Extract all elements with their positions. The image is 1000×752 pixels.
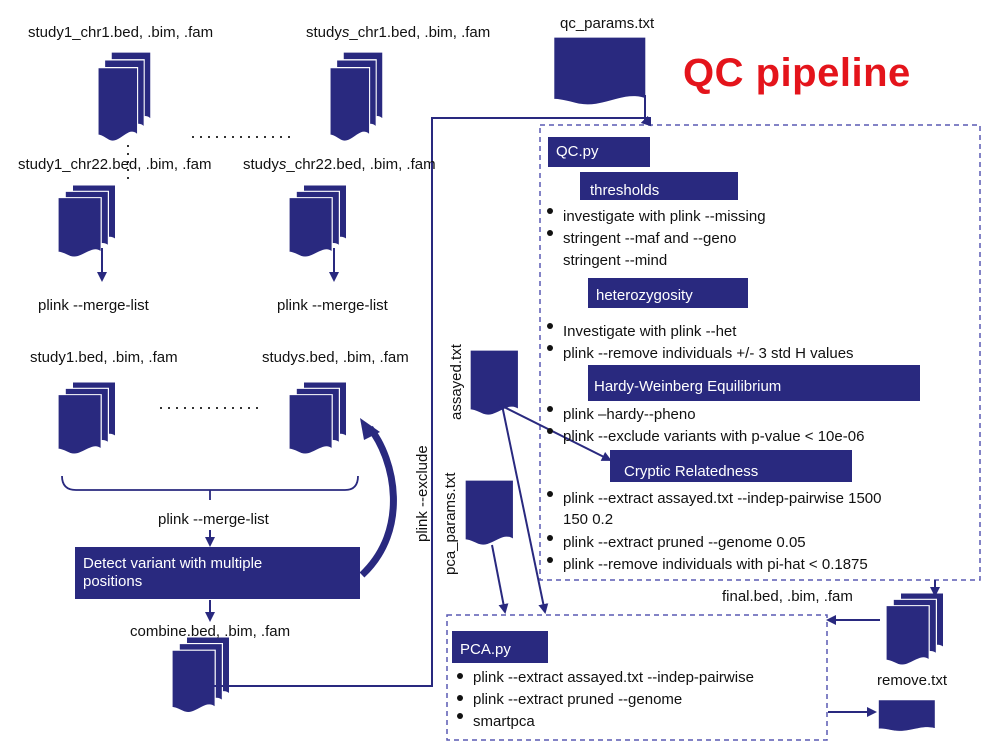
final-stack-icon [886,593,944,665]
qc-item: investigate with plink --missing [563,208,766,225]
qc-header-thresholds: thresholds [580,172,738,200]
label-merge-list-study1: plink --merge-list [38,297,149,314]
label-remove: remove.txt [877,672,948,689]
label-studys-chr22: studys_chr22.bed, .bim, .fam [243,156,436,173]
qc-header-hwe: Hardy-Weinberg Equilibrium [588,365,920,401]
qc-item: plink --remove individuals with pi-hat <… [563,556,868,573]
assayed-doc-icon [469,349,520,416]
merge-bracket [61,475,359,491]
label-final: final.bed, .bim, .fam [722,588,853,605]
bullet [547,345,553,351]
study1-chr22-stack-icon [58,185,116,257]
label-study1-chr22: study1_chr22.bed, .bim, .fam [18,156,212,173]
studys-chr22-stack-icon [289,185,347,257]
pca-params-doc-icon [464,479,515,546]
detect-box-line2: positions [83,573,143,590]
qc-params-doc-icon [551,35,648,107]
arrow-pcaparams-to-pca [491,544,509,614]
pca-script-box: PCA.py [452,631,548,663]
pca-container [446,614,828,741]
remove-doc-icon [877,699,937,732]
qc-item: plink --extract pruned --genome 0.05 [563,534,806,551]
label-combine: combine.bed, .bim, .fam [130,623,291,640]
studys-merged-stack-icon [289,382,347,454]
studys-chr1-stack-icon [330,52,383,141]
label-merge-list-all: plink --merge-list [158,511,269,528]
bullet [547,428,553,434]
pca-item: plink --extract assayed.txt --indep-pair… [473,669,754,686]
qc-container [539,124,981,581]
label-qc-params: qc_params.txt [560,15,655,32]
label-pca-params: pca_params.txt [442,472,459,575]
detect-box-line1: Detect variant with multiple [83,555,263,572]
qc-header-cryptic: Cryptic Relatedness [610,450,852,482]
label-studys-merged: studys.bed, .bim, .fam [262,349,409,366]
arrow-assayed-to-pca [501,404,549,614]
bullet [547,406,553,412]
bullet [547,491,553,497]
qc-item: plink --remove individuals +/- 3 std H v… [563,345,854,362]
qc-header-heterozygosity: heterozygosity [588,278,748,308]
qc-item: plink --exclude variants with p-value < … [563,428,865,445]
pca-item: plink --extract pruned --genome [473,691,683,708]
arrow-assayed-to-cryptic [499,404,612,461]
detect-variant-box: Detect variant with multiple positions [75,547,360,599]
qc-item: stringent --maf and --geno [563,230,737,247]
bullet [547,230,553,236]
qc-item: plink –hardy--pheno [563,406,696,423]
qc-script-box: QC.py [548,137,650,167]
qc-item: stringent --mind [563,252,668,269]
combine-stack-icon [172,637,230,713]
study1-merged-stack-icon [58,382,116,454]
bullet [457,695,463,701]
bullet [547,557,553,563]
diagram-title: QC pipeline [683,51,911,95]
qc-item: Investigate with plink --het [563,323,737,340]
label-study1-chr1: study1_chr1.bed, .bim, .fam [28,24,214,41]
qc-item: 150 0.2 [563,511,614,528]
bullet [457,673,463,679]
bullet [547,208,553,214]
connector-combine-to-qc [210,117,651,687]
study1-chr1-stack-icon [98,52,151,141]
exclude-curve-arrow [359,425,397,578]
label-assayed: assayed.txt [448,344,465,420]
label-studys-chr1: studys_chr1.bed, .bim, .fam [306,24,491,41]
connector-qcparams-to-qc [640,95,652,127]
label-study1-merged: study1.bed, .bim, .fam [30,349,178,366]
label-plink-exclude: plink --exclude [414,445,431,542]
label-merge-list-studys: plink --merge-list [277,297,388,314]
bullet [547,535,553,541]
qc-item: plink --extract assayed.txt --indep-pair… [563,490,882,507]
bullet [547,323,553,329]
bullet [457,713,463,719]
pca-item: smartpca [473,713,535,730]
